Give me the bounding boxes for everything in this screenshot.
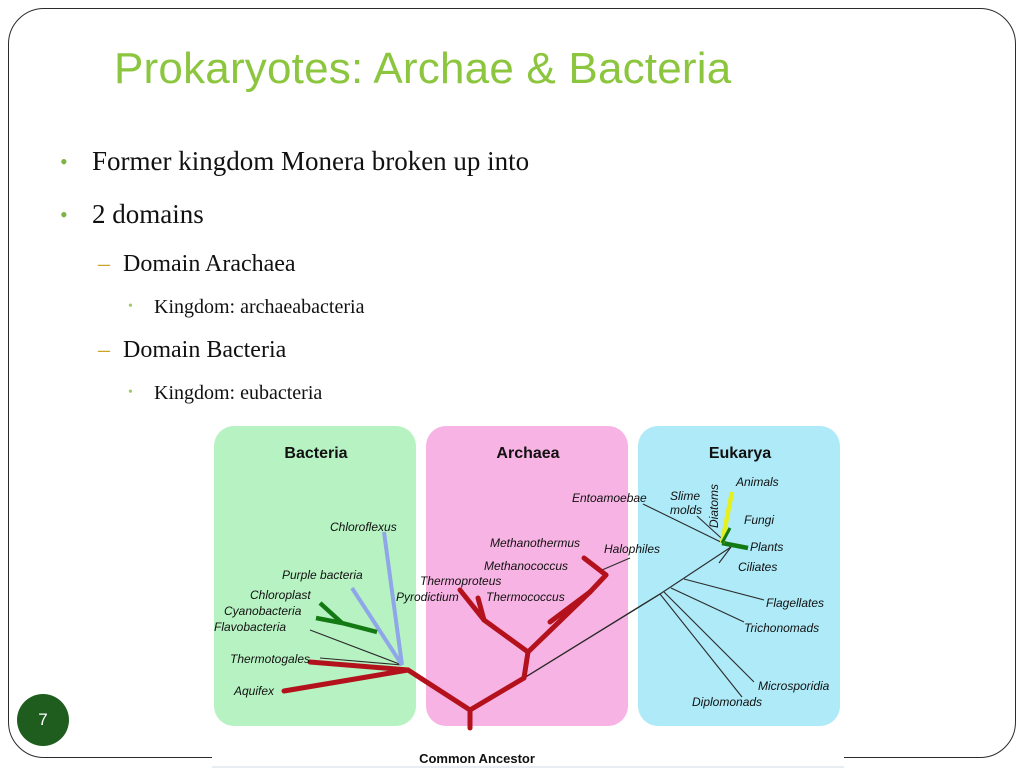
- label-pyrodictium: Pyrodictium: [396, 590, 459, 604]
- bullet-mark: •: [60, 149, 68, 174]
- archaea-heading: Archaea: [496, 445, 559, 462]
- archaea-panel: [426, 426, 628, 726]
- slide-number-badge: 7: [17, 694, 69, 746]
- green-branches: [315, 540, 749, 635]
- slime-molds-text-line2: molds: [670, 503, 702, 517]
- label-chloroplast: Chloroplast: [250, 588, 311, 602]
- eukarya-heading: Eukarya: [709, 445, 771, 462]
- label-aquifex: Aquifex: [233, 684, 275, 698]
- label-slime-molds: Slime molds: [670, 489, 703, 517]
- label-plants: Plants: [750, 540, 783, 554]
- label-cyanobacteria: Cyanobacteria: [224, 604, 302, 618]
- bullet-mark: •: [128, 299, 133, 314]
- bullet-text: Domain Arachaea: [123, 251, 296, 277]
- slime-molds-text: Slime: [670, 489, 700, 503]
- bullet-text: Former kingdom Monera broken up into: [92, 146, 530, 176]
- eukarya-stem-branch: [523, 593, 661, 679]
- label-thermococcus: Thermococcus: [486, 590, 565, 604]
- bullet-text: Kingdom: eubacteria: [154, 382, 323, 404]
- purple-bacteria-branch: [350, 586, 404, 667]
- label-trichonomads: Trichonomads: [744, 621, 819, 635]
- bullet-mark: –: [98, 337, 110, 363]
- label-thermoproteus: Thermoproteus: [420, 574, 501, 588]
- label-diplomonads: Diplomonads: [692, 695, 762, 709]
- eukarya-labels: Entoamoebae Slime molds Diatoms Animals …: [572, 475, 830, 709]
- label-entoamoebae: Entoamoebae: [572, 491, 647, 505]
- fungi-branch: [720, 527, 732, 544]
- label-chloroflexus: Chloroflexus: [330, 520, 397, 534]
- label-ciliates: Ciliates: [738, 560, 777, 574]
- label-fungi: Fungi: [744, 513, 774, 527]
- bullet-text: Kingdom: archaeabacteria: [154, 296, 365, 318]
- bullet-text: Domain Bacteria: [123, 337, 287, 363]
- label-halophiles: Halophiles: [604, 542, 660, 556]
- bullet-text: 2 domains: [92, 199, 204, 229]
- common-ancestor-label: Common Ancestor: [419, 751, 535, 766]
- label-methanococcus: Methanococcus: [484, 559, 568, 573]
- label-flagellates: Flagellates: [766, 596, 824, 610]
- slide-title: Prokaryotes: Archae & Bacteria: [114, 44, 732, 93]
- eukarya-panel: [638, 426, 840, 726]
- label-diatoms: Diatoms: [707, 484, 721, 528]
- label-microsporidia: Microsporidia: [758, 679, 830, 693]
- animals-branch: [719, 491, 735, 544]
- chloroflexus-branch: [382, 531, 404, 666]
- bullet-mark: –: [98, 251, 110, 277]
- phylogenetic-tree-diagram: Bacteria Archaea Eukarya: [212, 420, 844, 768]
- bullet-mark: •: [60, 202, 68, 227]
- thermophile-branches: [281, 555, 609, 731]
- label-thermotogales: Thermotogales: [230, 652, 310, 666]
- label-flavobacteria: Flavobacteria: [214, 620, 286, 634]
- label-purple-bacteria: Purple bacteria: [282, 568, 363, 582]
- label-methanothermus: Methanothermus: [490, 536, 580, 550]
- bullet-mark: •: [128, 385, 133, 400]
- bacteria-labels: Chloroflexus Purple bacteria Chloroplast…: [214, 520, 397, 698]
- archaea-labels: Methanothermus Methanococcus Thermoprote…: [396, 536, 660, 604]
- label-animals: Animals: [735, 475, 779, 489]
- bacteria-heading: Bacteria: [284, 445, 347, 462]
